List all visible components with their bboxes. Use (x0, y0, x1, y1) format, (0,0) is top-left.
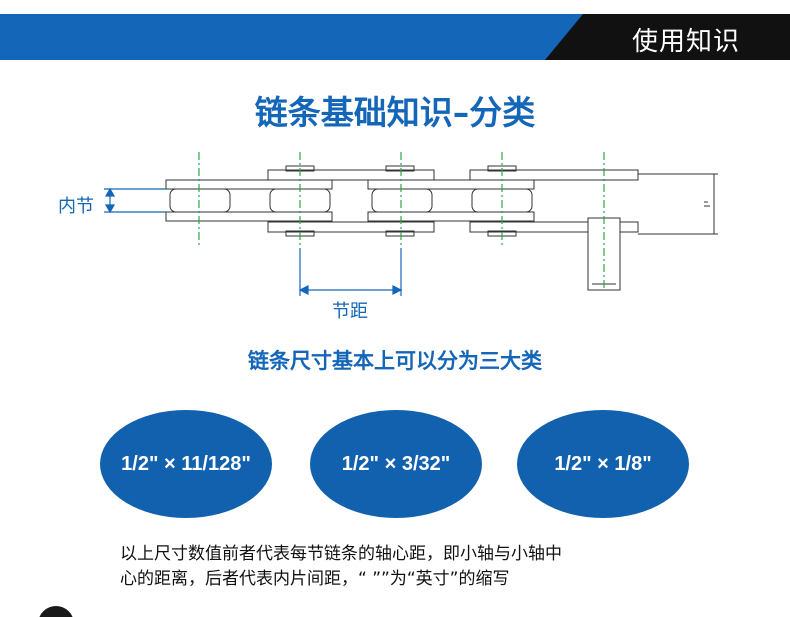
header-black-tab (545, 14, 790, 60)
inner-link-label: 内节 (58, 196, 94, 217)
size-note: 以上尺寸数值前者代表每节链条的轴心距，即小轴与小轴中 心的距离，后者代表内片间距… (120, 542, 680, 592)
header-band (0, 14, 790, 60)
inner-plate-bottom-1 (165, 211, 333, 222)
outer-plate-top-2 (469, 169, 639, 181)
header-title: 使用知识 (631, 27, 740, 57)
pitch-label: 节距 (332, 301, 368, 322)
pin-head-2 (385, 165, 415, 172)
size-oval-1: 1/2" × 11/128" (100, 410, 272, 518)
inner-plate-top-2 (367, 179, 535, 190)
size-note-line-2: 心的距离，后者代表内片间距，“ ””为“英寸”的缩写 (120, 569, 510, 589)
subtitle: 链条尺寸基本上可以分为三大类 (248, 349, 542, 373)
corner-decoration (38, 606, 74, 617)
inner-plate-bottom-2 (367, 211, 535, 222)
outer-plate-bottom-1 (267, 221, 435, 233)
page-title: 链条基础知识–分类 (254, 93, 536, 132)
outer-plate-top-1 (267, 169, 435, 181)
size-oval-2: 1/2" × 3/32" (310, 410, 482, 518)
chain-diagram: 内节 节距 (0, 140, 790, 325)
roller-3 (371, 188, 433, 213)
size-oval-3: 1/2" × 1/8" (517, 410, 689, 518)
size-note-line-1: 以上尺寸数值前者代表每节链条的轴心距，即小轴与小轴中 (120, 544, 562, 564)
pin-tail-2 (385, 230, 415, 237)
inner-plate-top-1 (165, 179, 333, 190)
chain-drawing (104, 152, 718, 296)
roller-1 (169, 188, 231, 213)
outer-plate-bottom-2 (469, 221, 639, 233)
